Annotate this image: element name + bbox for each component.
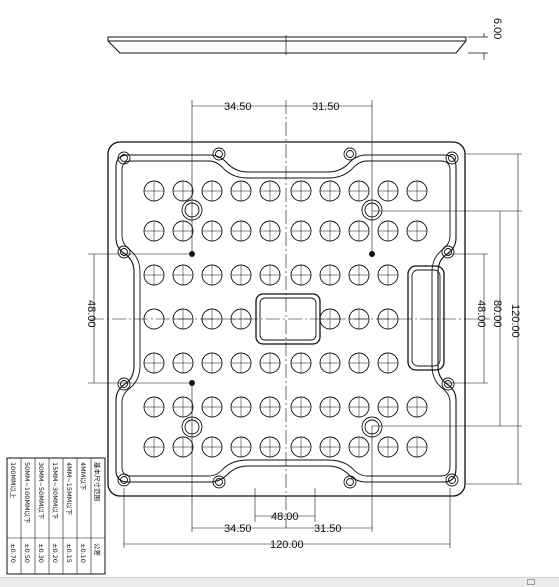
table-range-row: 30MM~50MM以下 [37,462,45,520]
thickness-dimension: 6.00 [491,18,503,39]
dim-left-height: 48.00 [85,300,97,328]
window-icon [527,579,535,585]
table-tolerance-row: ±0.70 [9,543,17,563]
status-bar [0,577,559,587]
table-tolerance-row: ±0.15 [65,543,73,563]
screw-hole [120,248,128,256]
screw-hole [346,150,354,158]
centre-lines [90,100,490,528]
screw-hole [448,154,456,162]
table-tolerance-row: ±0.30 [37,543,45,563]
screw-boss [445,151,459,165]
table-range-row: 50MM~100MM以下 [23,462,31,524]
screw-hole [346,478,354,486]
screw-boss [343,147,357,161]
dim-bottom-left: 34.50 [224,523,252,535]
dim-bottom-right: 31.50 [314,523,342,535]
dim-right-mid: 80.00 [491,300,503,328]
dimension-lines [88,100,522,548]
tolerance-table: 基本尺寸范围 公差 4MM以下 ±0.10 4MM~15MM以下 ±0.15 1… [6,457,106,575]
table-range-row: 100MM以上 [9,462,18,499]
table-range-row: 4MM~15MM以下 [65,462,73,516]
table-tolerance-row: ±0.50 [23,543,31,563]
table-tolerance-row: ±0.10 [79,543,87,563]
side-view [107,33,488,60]
screw-hole [120,380,128,388]
screw-hole [215,150,223,158]
table-range-row: 15MM~30MM以下 [51,462,59,520]
screw-boss [117,151,131,165]
screw-boss [441,245,455,259]
hole-grid [143,180,428,458]
screw-boss [212,147,226,161]
screw-boss [117,245,131,259]
dim-bottom-total: 120.00 [270,539,304,551]
screw-hole [444,248,452,256]
screw-hole [120,476,128,484]
dim-right-inner: 48.00 [475,300,487,328]
table-header-tolerance: 公差 [93,543,102,557]
screw-boss [117,473,131,487]
screw-boss [343,475,357,489]
screw-hole [448,476,456,484]
table-tolerance-row: ±0.20 [51,543,59,563]
screw-hole [444,380,452,388]
screw-boss [117,377,131,391]
screw-boss [441,377,455,391]
table-header-range: 基本尺寸范围 [93,462,102,501]
dim-top-right: 31.50 [312,101,340,113]
vent-hole [143,308,165,330]
screw-boss [212,475,226,489]
table-range-row: 4MM以下 [79,462,87,491]
mounting-holes [117,147,459,489]
dim-bottom-center: 48.00 [271,511,299,523]
dim-top-left: 34.50 [224,101,252,113]
dim-right-total: 120.00 [509,304,521,338]
screw-hole [215,478,223,486]
screw-hole [120,154,128,162]
screw-boss [445,473,459,487]
